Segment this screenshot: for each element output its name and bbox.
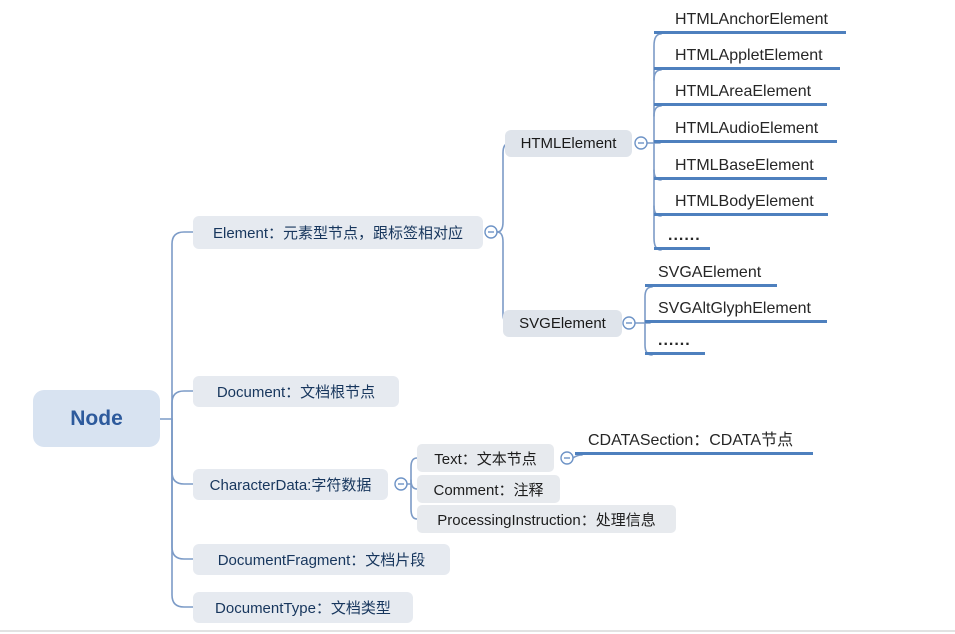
htmlelement-elbow [653,105,662,117]
branch-line-documenttype [171,418,194,608]
node-characterdata[interactable]: CharacterData:字符数据 [193,469,388,500]
collapse-toggle-element[interactable] [484,225,498,239]
text-feed-line [572,454,583,459]
characterdata-bracket [410,457,418,520]
node-svgelement[interactable]: SVGElement [503,310,622,337]
branch-line-documentfragment [171,418,194,560]
node-documenttype[interactable]: DocumentType：文档类型 [193,592,413,623]
leaf-html-ellipsis[interactable]: ...... [654,225,710,250]
leaf-cdatasection[interactable]: CDATASection：CDATA节点 [575,430,813,455]
node-root[interactable]: Node [33,390,160,447]
leaf-htmlappletelement[interactable]: HTMLAppletElement [654,45,840,70]
node-comment[interactable]: Comment：注释 [417,475,560,503]
leaf-svg-ellipsis[interactable]: ...... [645,330,705,355]
branch-line-characterdata [171,418,194,485]
collapse-toggle-characterdata[interactable] [394,477,408,491]
collapse-toggle-svgelement[interactable] [622,316,636,330]
leaf-htmlareaelement[interactable]: HTMLAreaElement [654,81,827,106]
node-element[interactable]: Element：元素型节点，跟标签相对应 [193,216,483,249]
node-text[interactable]: Text：文本节点 [417,444,554,472]
collapse-toggle-text[interactable] [560,451,574,465]
leaf-htmlbaseelement[interactable]: HTMLBaseElement [654,155,827,180]
page-bottom-divider [0,630,955,632]
node-htmlelement[interactable]: HTMLElement [505,130,632,157]
branch-line-element [171,231,194,420]
characterdata-elbow [410,479,418,490]
leaf-htmlaudioelement[interactable]: HTMLAudioElement [654,118,837,143]
node-document[interactable]: Document：文档根节点 [193,376,399,407]
branch-line-document [171,390,194,420]
leaf-svgaltglyphelement[interactable]: SVGAltGlyphElement [645,298,827,323]
htmlelement-elbow [653,69,662,81]
leaf-htmlanchorelement[interactable]: HTMLAnchorElement [654,9,846,34]
leaf-svgaelement[interactable]: SVGAElement [645,262,777,287]
leaf-htmlbodyelement[interactable]: HTMLBodyElement [654,191,828,216]
node-documentfragment[interactable]: DocumentFragment：文档片段 [193,544,450,575]
collapse-toggle-htmlelement[interactable] [634,136,648,150]
node-processinginstruction[interactable]: ProcessingInstruction：处理信息 [417,505,676,533]
